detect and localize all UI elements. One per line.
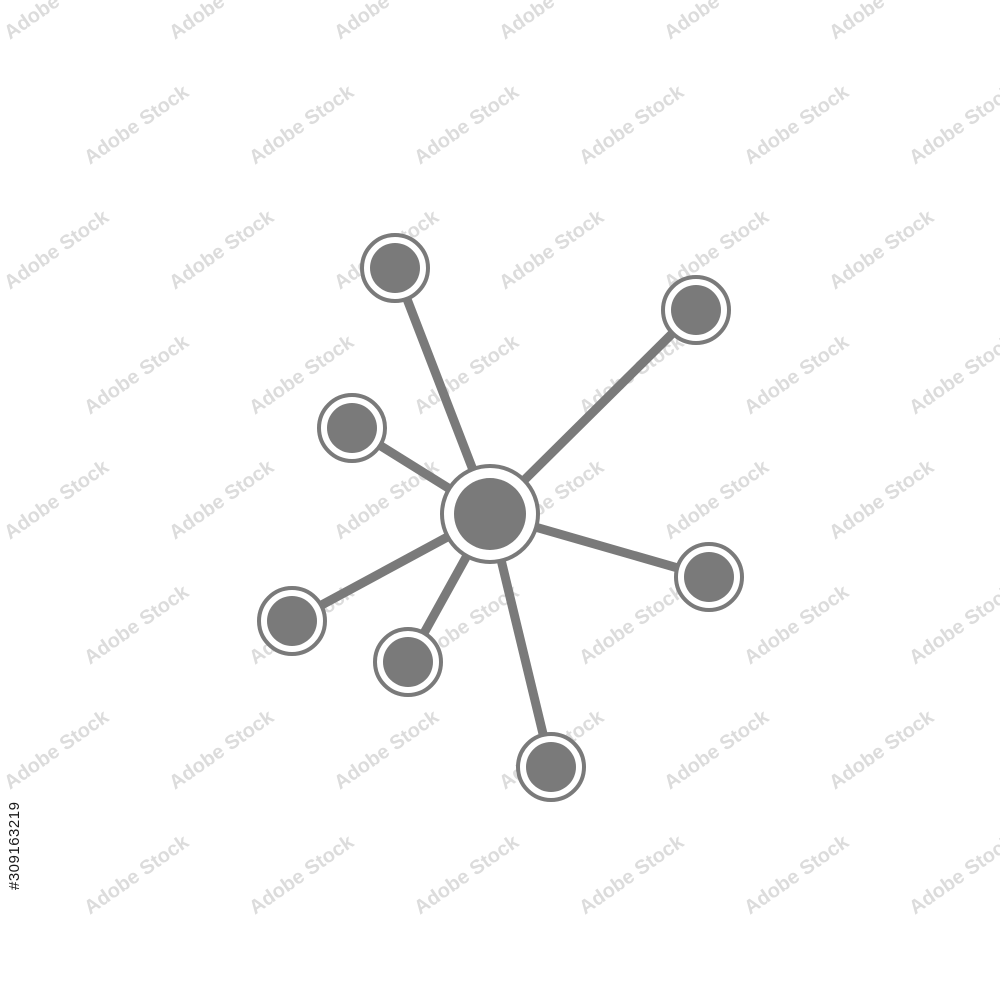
network-leaf-node bbox=[360, 233, 430, 303]
network-nodes bbox=[257, 233, 744, 802]
network-leaf-node bbox=[257, 586, 327, 656]
network-hub-node bbox=[440, 464, 540, 564]
network-leaf-node bbox=[674, 542, 744, 612]
network-leaf-node bbox=[516, 732, 586, 802]
network-leaf-node bbox=[317, 393, 387, 463]
network-leaf-node bbox=[661, 275, 731, 345]
stock-id-label: #309163219 bbox=[6, 801, 23, 890]
network-leaf-node bbox=[373, 627, 443, 697]
